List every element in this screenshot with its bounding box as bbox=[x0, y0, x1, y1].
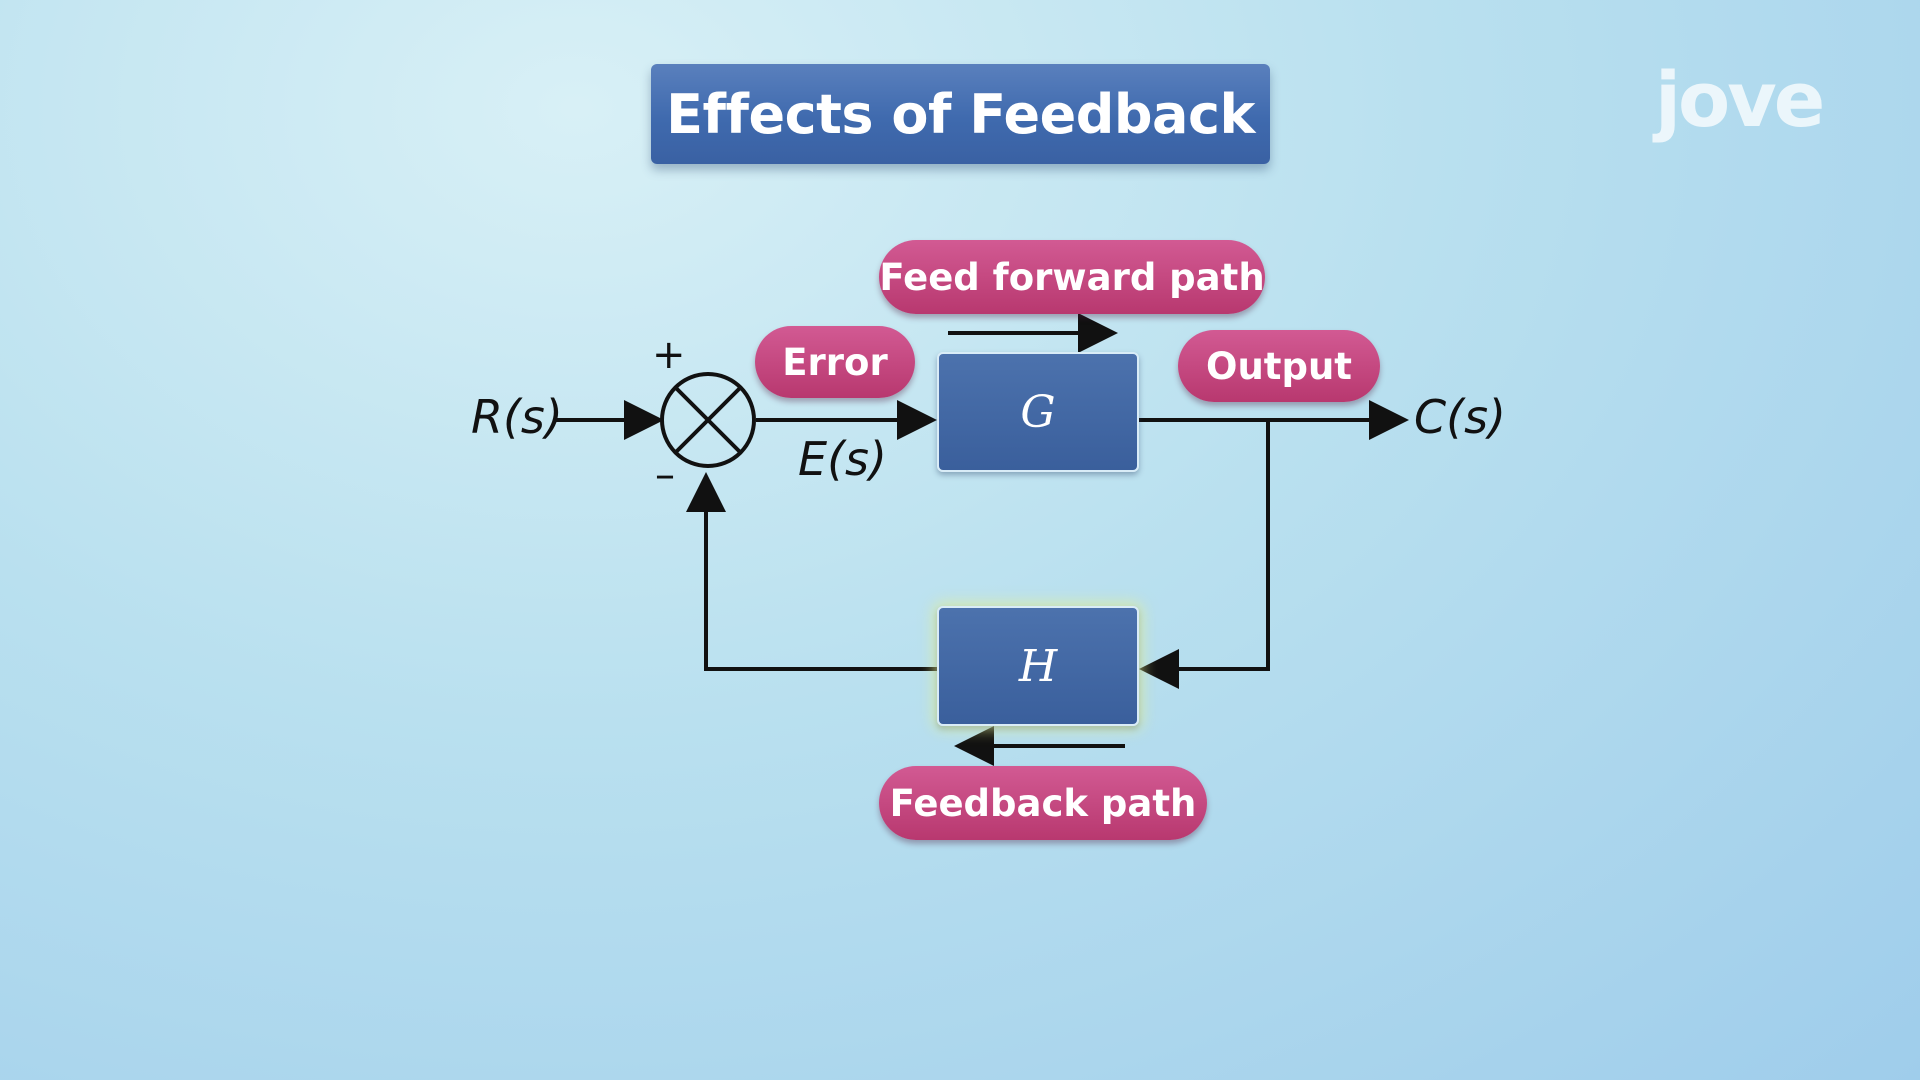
plus-sign: + bbox=[652, 332, 686, 378]
forward-block-g: G bbox=[937, 352, 1139, 472]
output-signal-label: C(s) bbox=[1414, 390, 1506, 444]
feed-forward-path-label: Feed forward path bbox=[879, 240, 1265, 314]
page-title: Effects of Feedback bbox=[651, 64, 1270, 164]
error-signal-label: E(s) bbox=[798, 432, 887, 486]
output-label: Output bbox=[1178, 330, 1380, 402]
summing-junction-icon bbox=[660, 372, 756, 468]
input-signal-label: R(s) bbox=[471, 390, 563, 444]
error-label: Error bbox=[755, 326, 915, 398]
feedback-tap-wire bbox=[1139, 420, 1270, 689]
feedback-block-h: H bbox=[937, 606, 1139, 726]
minus-sign: – bbox=[655, 452, 675, 498]
feedback-path-label: Feedback path bbox=[879, 766, 1207, 840]
jove-logo: jove bbox=[1655, 55, 1825, 144]
feedback-return-wire bbox=[686, 472, 937, 671]
